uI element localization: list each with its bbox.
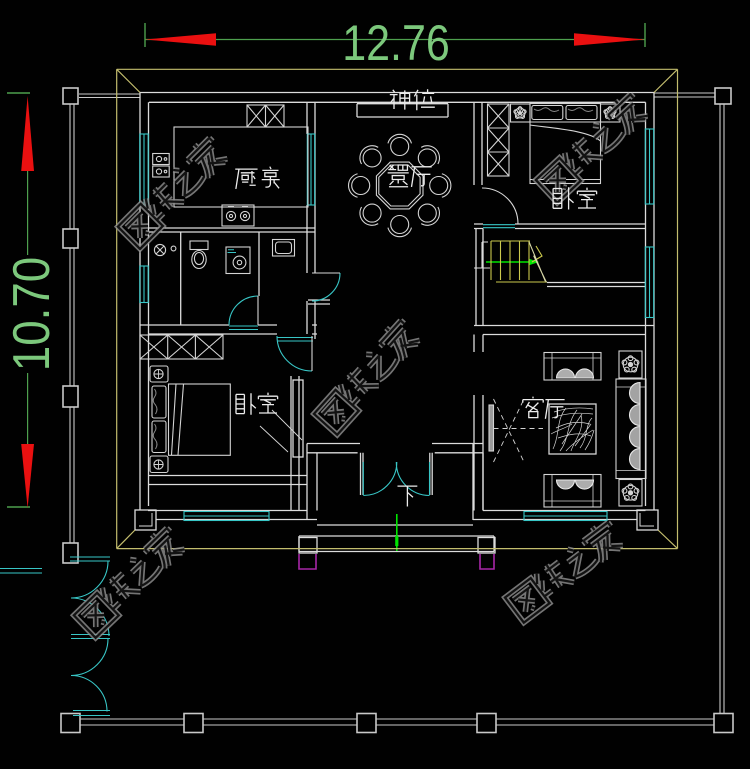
svg-text:12.76: 12.76: [342, 15, 450, 71]
svg-text:10.70: 10.70: [3, 257, 60, 371]
